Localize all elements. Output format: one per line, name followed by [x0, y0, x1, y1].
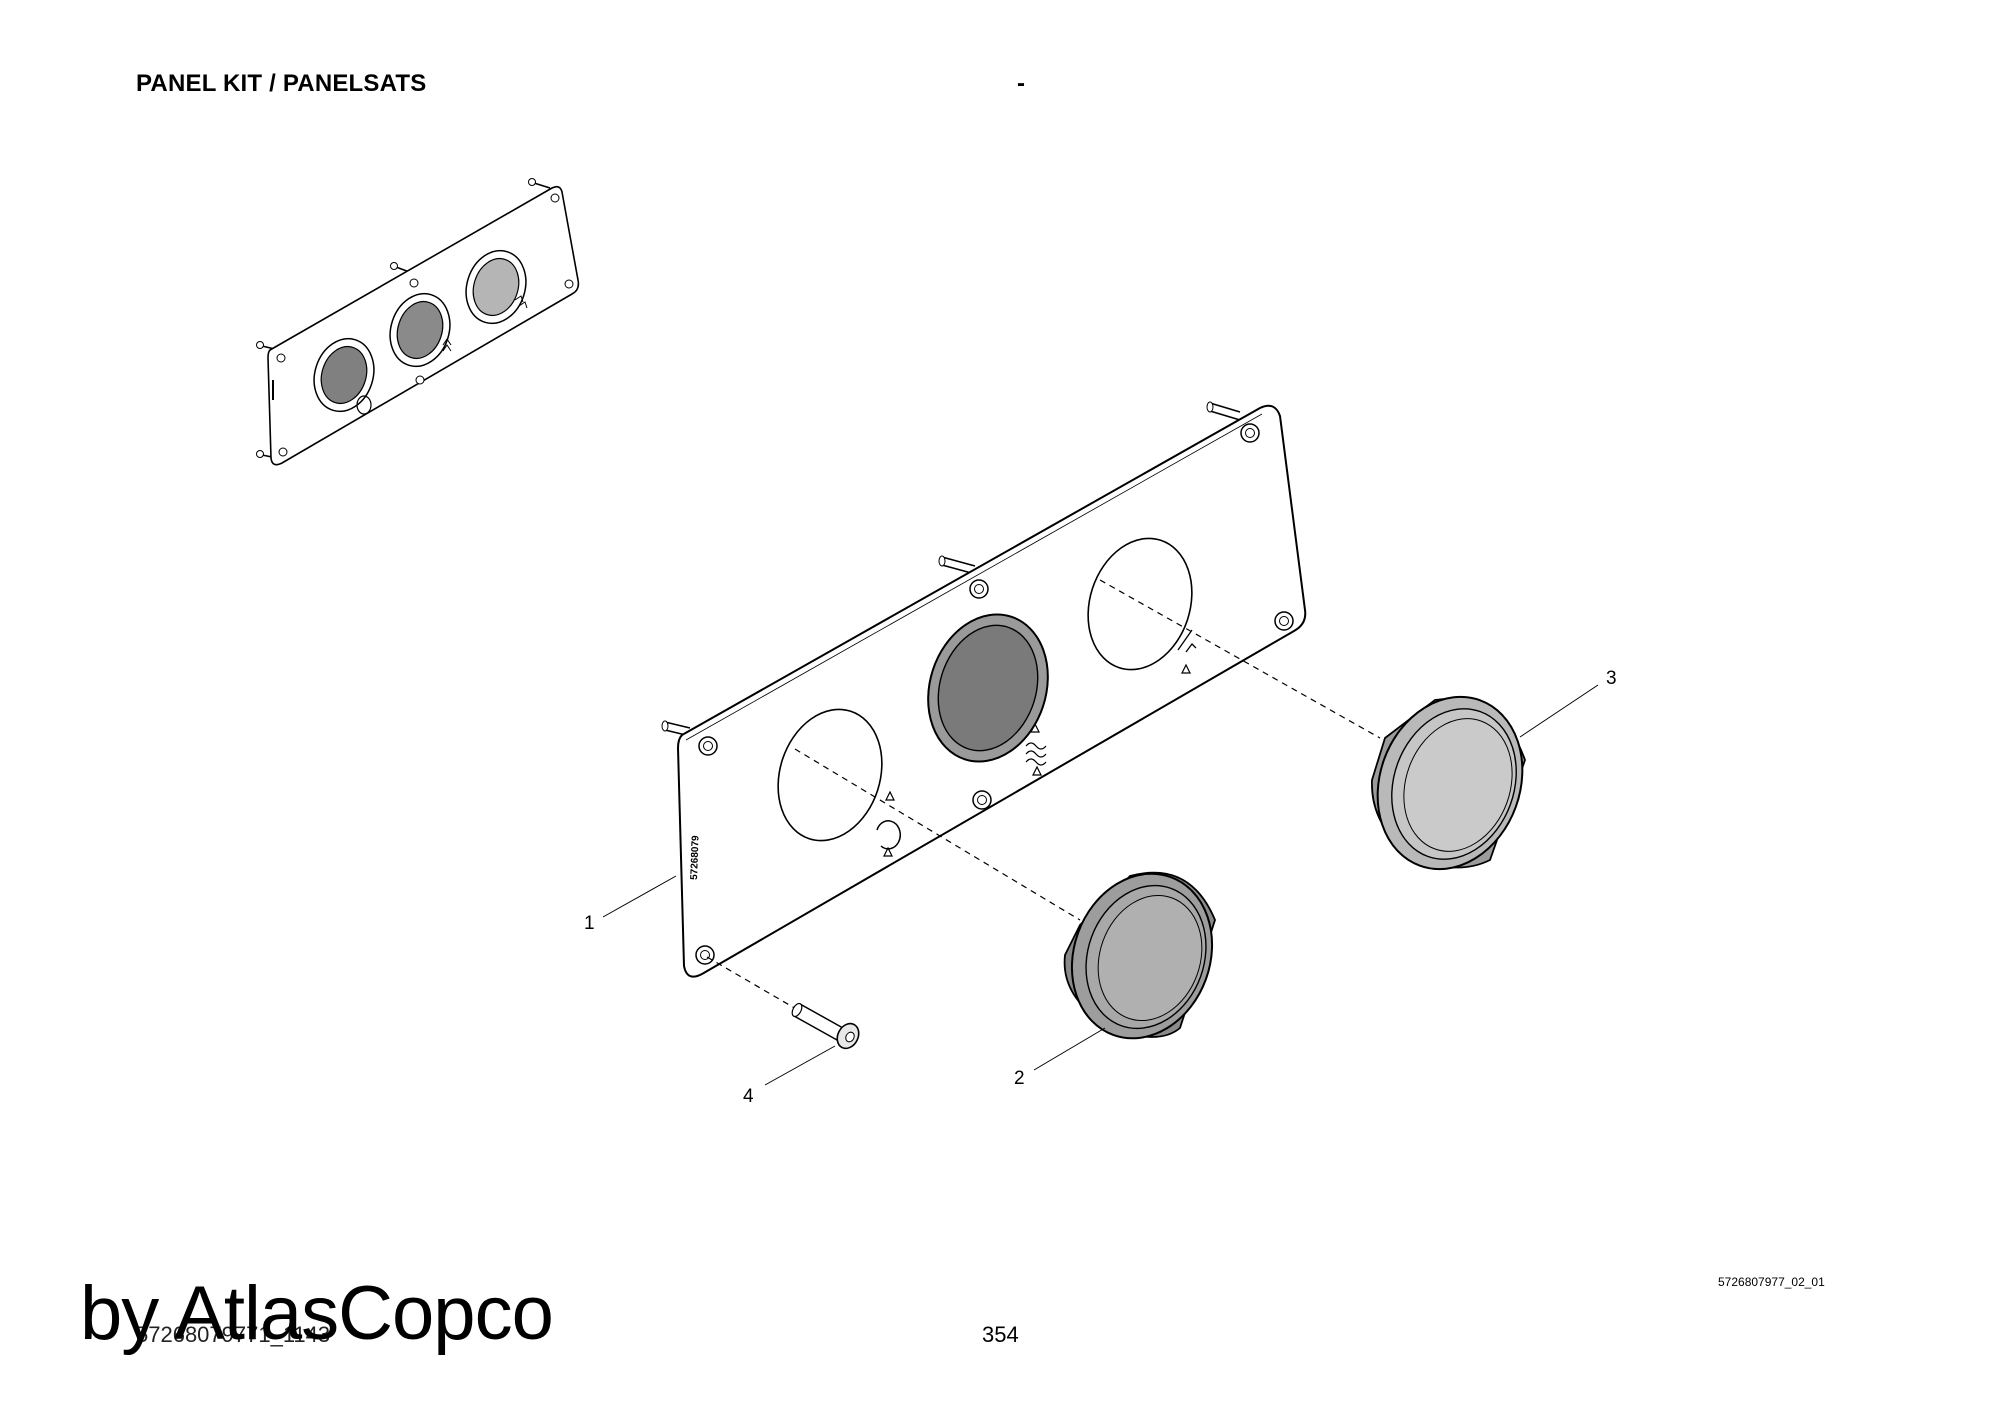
- callout-2: 2: [1014, 1068, 1025, 1089]
- callout-leader-2: [1033, 1027, 1106, 1071]
- document-code: 57268079771_1143: [136, 1322, 331, 1347]
- assembly-line-gauge-3: [1099, 579, 1381, 739]
- gauge-part-2: [1063, 871, 1216, 1040]
- assembly-line-gauge-2: [794, 748, 1081, 921]
- watermark: by AtlasCopco: [80, 1271, 554, 1356]
- panel-part-1: 57268079: [661, 401, 1307, 978]
- callout-3: 3: [1606, 668, 1617, 689]
- gauge-part-3: [1371, 695, 1526, 871]
- callout-leader-3: [1519, 684, 1599, 738]
- callout-4: 4: [743, 1086, 754, 1107]
- callout-1: 1: [584, 913, 595, 934]
- header-dash: -: [1017, 70, 1025, 97]
- overview-assembly: [256, 178, 580, 466]
- page-title: PANEL KIT / PANELSATS: [136, 70, 427, 97]
- assembly-line-screw-4: [706, 956, 811, 1018]
- drawing-reference: 5726807977_02_01: [1718, 1275, 1825, 1289]
- page-number: 354: [982, 1322, 1019, 1347]
- screw-part-4: [791, 1002, 860, 1050]
- callout-leader-1: [602, 875, 677, 918]
- svg-text:57268079: 57268079: [689, 835, 702, 880]
- callout-leader-4: [764, 1045, 836, 1086]
